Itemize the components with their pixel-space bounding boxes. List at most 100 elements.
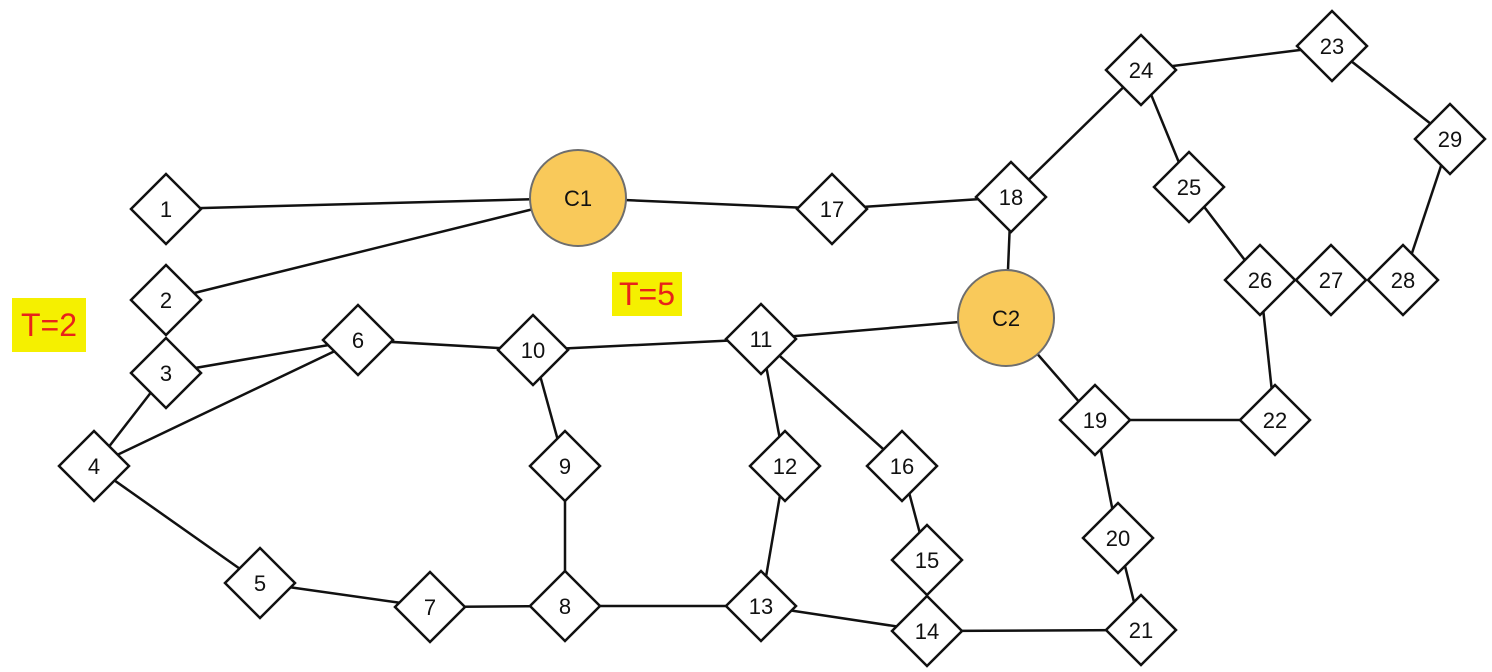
node-19: 19	[1058, 383, 1132, 457]
edge-18-24	[1010, 69, 1142, 198]
node-label: 19	[1083, 408, 1107, 433]
node-c1: C1	[529, 149, 627, 247]
node-25: 25	[1152, 150, 1226, 224]
diamond-4	[57, 429, 131, 503]
annotation-highlight	[12, 298, 86, 352]
diamond-3	[129, 336, 203, 410]
annotation-label: T=5	[619, 276, 675, 312]
diamond-27	[1294, 243, 1368, 317]
node-label: 7	[424, 595, 436, 620]
node-27: 27	[1294, 243, 1368, 317]
node-label: 22	[1263, 408, 1287, 433]
diamond-19	[1058, 383, 1132, 457]
edge-3-6	[165, 338, 359, 375]
node-label: 20	[1106, 526, 1130, 551]
node-label: 23	[1320, 34, 1344, 59]
diamond-16	[865, 429, 939, 503]
annotation-highlight	[612, 272, 682, 316]
diamond-6	[321, 303, 395, 377]
node-12: 12	[748, 429, 822, 503]
annotation-t2: T=2	[12, 298, 86, 352]
node-22: 22	[1238, 383, 1312, 457]
node-label: 9	[559, 454, 571, 479]
diamond-7	[393, 570, 467, 644]
node-label: 26	[1248, 268, 1272, 293]
node-9: 9	[528, 429, 602, 503]
node-29: 29	[1413, 102, 1487, 176]
annotations-layer: T=2 T=5	[12, 272, 682, 352]
node-c2: C2	[957, 269, 1055, 367]
node-label: 13	[749, 594, 773, 619]
node-label: 24	[1129, 58, 1153, 83]
node-16: 16	[865, 429, 939, 503]
node-label: 5	[254, 571, 266, 596]
node-label: 18	[999, 185, 1023, 210]
node-2: 2	[129, 263, 203, 337]
node-label: 28	[1391, 268, 1415, 293]
node-1: 1	[129, 172, 203, 246]
node-7: 7	[393, 570, 467, 644]
diamond-21	[1104, 593, 1178, 667]
edge-4-6	[93, 338, 359, 468]
annotation-t5: T=5	[612, 272, 682, 316]
circle-c2	[957, 269, 1055, 367]
diamond-14	[890, 594, 964, 668]
node-6: 6	[321, 303, 395, 377]
diamond-22	[1238, 383, 1312, 457]
node-label: 25	[1177, 175, 1201, 200]
circle-c1	[529, 149, 627, 247]
diamond-13	[724, 569, 798, 643]
node-17: 17	[795, 172, 869, 246]
edge-10-11	[532, 337, 762, 352]
diamond-15	[890, 523, 964, 597]
diamond-26	[1223, 243, 1297, 317]
node-label: 27	[1319, 268, 1343, 293]
node-label: 11	[750, 327, 773, 352]
node-label: C2	[992, 306, 1020, 331]
diamond-2	[129, 263, 203, 337]
diamond-18	[974, 160, 1048, 234]
node-28: 28	[1366, 243, 1440, 317]
node-label: 21	[1129, 618, 1153, 643]
node-14: 14	[890, 594, 964, 668]
diamond-29	[1413, 102, 1487, 176]
diamond-25	[1152, 150, 1226, 224]
node-18: 18	[974, 160, 1048, 234]
node-label: 10	[521, 338, 545, 363]
diamond-28	[1366, 243, 1440, 317]
edge-2-C1	[165, 196, 579, 302]
node-20: 20	[1081, 501, 1155, 575]
node-21: 21	[1104, 593, 1178, 667]
node-label: 15	[915, 548, 939, 573]
node-label: 29	[1438, 127, 1462, 152]
node-11: 11	[724, 302, 798, 376]
node-23: 23	[1295, 9, 1369, 83]
node-label: 17	[820, 197, 844, 222]
diamond-17	[795, 172, 869, 246]
diamond-24	[1104, 33, 1178, 107]
node-5: 5	[223, 546, 297, 620]
edge-11-16	[760, 338, 903, 467]
node-label: 4	[88, 454, 100, 479]
edge-1-C1	[165, 196, 579, 211]
node-label: 14	[915, 619, 939, 644]
diamond-23	[1295, 9, 1369, 83]
node-15: 15	[890, 523, 964, 597]
node-13: 13	[724, 569, 798, 643]
diamond-20	[1081, 501, 1155, 575]
node-label: 8	[559, 594, 571, 619]
node-label: C1	[564, 186, 592, 211]
node-24: 24	[1104, 33, 1178, 107]
diamond-11	[724, 302, 798, 376]
node-label: 1	[160, 197, 172, 222]
diamond-10	[496, 313, 570, 387]
node-label: 12	[773, 454, 797, 479]
annotation-label: T=2	[21, 307, 77, 343]
node-label: 6	[352, 328, 364, 353]
node-label: 3	[160, 361, 172, 386]
diamond-8	[528, 569, 602, 643]
diamond-12	[748, 429, 822, 503]
edge-4-5	[93, 464, 261, 585]
